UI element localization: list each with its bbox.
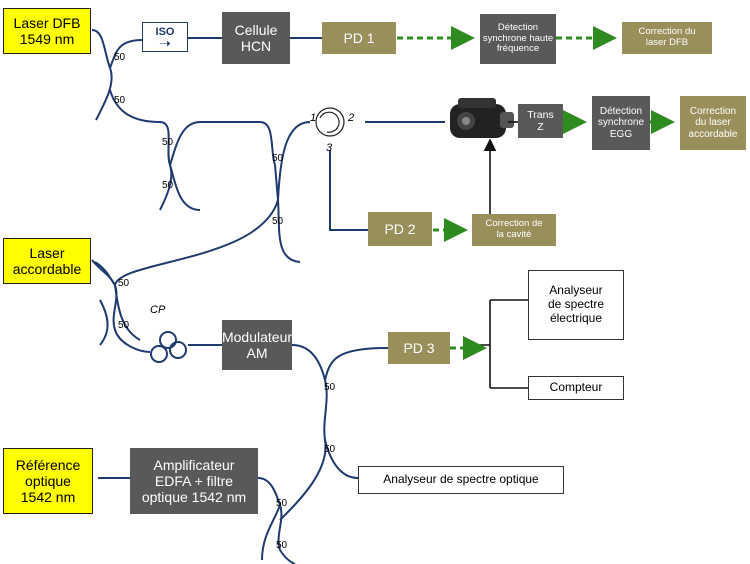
detection-synchrone-hf: Détection synchrone haute fréquence — [480, 14, 556, 64]
fiber-acc-a — [112, 284, 151, 353]
fiber-to-circ — [274, 121, 311, 201]
coupler-ratio: 50 — [114, 52, 126, 63]
pd1-block: PD 1 — [322, 22, 396, 54]
coupler-ratio: 50 — [272, 153, 284, 164]
photodetector-device — [450, 98, 514, 138]
coupler-ratio: 50 — [276, 498, 288, 509]
link-analyzer-tree — [489, 299, 528, 389]
cp-label: CP — [150, 304, 166, 316]
fiber-coupler-c — [323, 379, 328, 441]
isolator-block: ISO ➝ — [142, 22, 188, 52]
laser-dfb-source: Laser DFB 1549 nm — [3, 8, 91, 54]
cellule-hcn: Cellule HCN — [222, 12, 290, 64]
fiber-low-c — [279, 549, 296, 564]
fiber-amp-out — [257, 477, 281, 506]
coupler-ratio: 50 — [324, 444, 336, 455]
fiber-dfb-upper — [109, 39, 143, 69]
coupler-ratio: 50 — [272, 216, 284, 227]
isolator-arrow-icon: ➝ — [159, 35, 171, 52]
fiber-pd3 — [324, 347, 389, 381]
circulator-port-2: 2 — [348, 112, 355, 124]
fiber-acc-b — [99, 299, 109, 346]
fiber-acc-up — [91, 199, 279, 289]
coupler-ratio: 50 — [114, 95, 126, 106]
analyseur-spectre-optique: Analyseur de spectre optique — [358, 466, 564, 494]
analyseur-spectre-electrique: Analyseur de spectre électrique — [528, 270, 624, 340]
circulator — [315, 107, 345, 137]
fiber-to-circ-low — [277, 199, 301, 263]
isolator-label: ISO — [155, 25, 175, 38]
coupler-ratio: 50 — [276, 540, 288, 551]
cp-loops — [150, 331, 187, 363]
correction-laser-accordable: Correction du laser accordable — [680, 96, 746, 150]
fiber-dfb-in — [91, 29, 113, 121]
correction-laser-dfb: Correction du laser DFB — [622, 22, 712, 54]
detection-synchrone-egg: Détection synchrone EGG — [592, 96, 650, 150]
coupler-ratio: 50 — [118, 278, 130, 289]
modulateur-am: Modulateur AM — [222, 320, 292, 370]
coupler-ratio: 50 — [162, 180, 174, 191]
correction-cavite: Correction de la cavité — [472, 214, 556, 246]
fiber-dfb-lower — [109, 89, 161, 123]
compteur-block: Compteur — [528, 376, 624, 400]
fiber-circ-3 — [329, 150, 368, 231]
pd2-block: PD 2 — [368, 212, 432, 246]
circulator-port-1: 1 — [310, 112, 317, 124]
fiber-low-a — [277, 504, 283, 551]
coupler-ratio: 50 — [324, 382, 336, 393]
fiber-mid-c — [169, 164, 201, 211]
reference-optique-source: Référence optique 1542 nm — [3, 448, 93, 514]
fiber-mid-b — [169, 121, 276, 166]
laser-accordable-source: Laser accordable — [3, 238, 91, 284]
coupler-ratio: 50 — [118, 320, 130, 331]
fiber-low-b — [261, 504, 281, 561]
trans-z-block: Trans Z — [518, 104, 563, 138]
fiber-mod-out — [291, 344, 326, 381]
fiber-coupler-e — [279, 439, 327, 521]
amplificateur-edfa: Amplificateur EDFA + filtre optique 1542… — [130, 448, 258, 514]
pd3-block: PD 3 — [388, 332, 450, 364]
coupler-ratio: 50 — [162, 137, 174, 148]
circulator-port-3: 3 — [326, 142, 333, 154]
